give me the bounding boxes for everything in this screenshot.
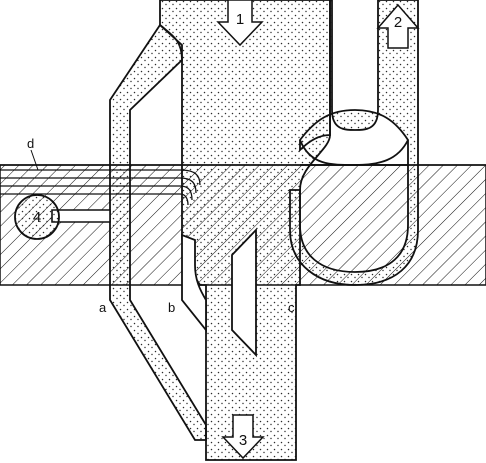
u-channel-outlet-2	[289, 0, 419, 286]
arrow-up-icon	[376, 3, 420, 49]
capillary-lines-d	[0, 169, 201, 206]
label-number-1: 1	[236, 11, 244, 28]
arrow-down-icon	[221, 414, 265, 460]
label-number-2: 2	[394, 14, 402, 31]
leader-d	[30, 149, 39, 171]
label-number-4: 4	[33, 209, 41, 226]
arrow-down-icon	[216, 0, 264, 47]
bulb-4-stem	[51, 209, 111, 223]
channel-b	[181, 233, 207, 333]
bulb-4	[14, 194, 60, 240]
label-c: c	[288, 300, 295, 315]
label-a: a	[99, 300, 107, 315]
label-b: b	[168, 300, 175, 315]
channel-a	[109, 23, 207, 441]
label-d: d	[27, 136, 34, 151]
channel-c-insert	[231, 227, 257, 358]
label-number-3: 3	[239, 432, 247, 449]
